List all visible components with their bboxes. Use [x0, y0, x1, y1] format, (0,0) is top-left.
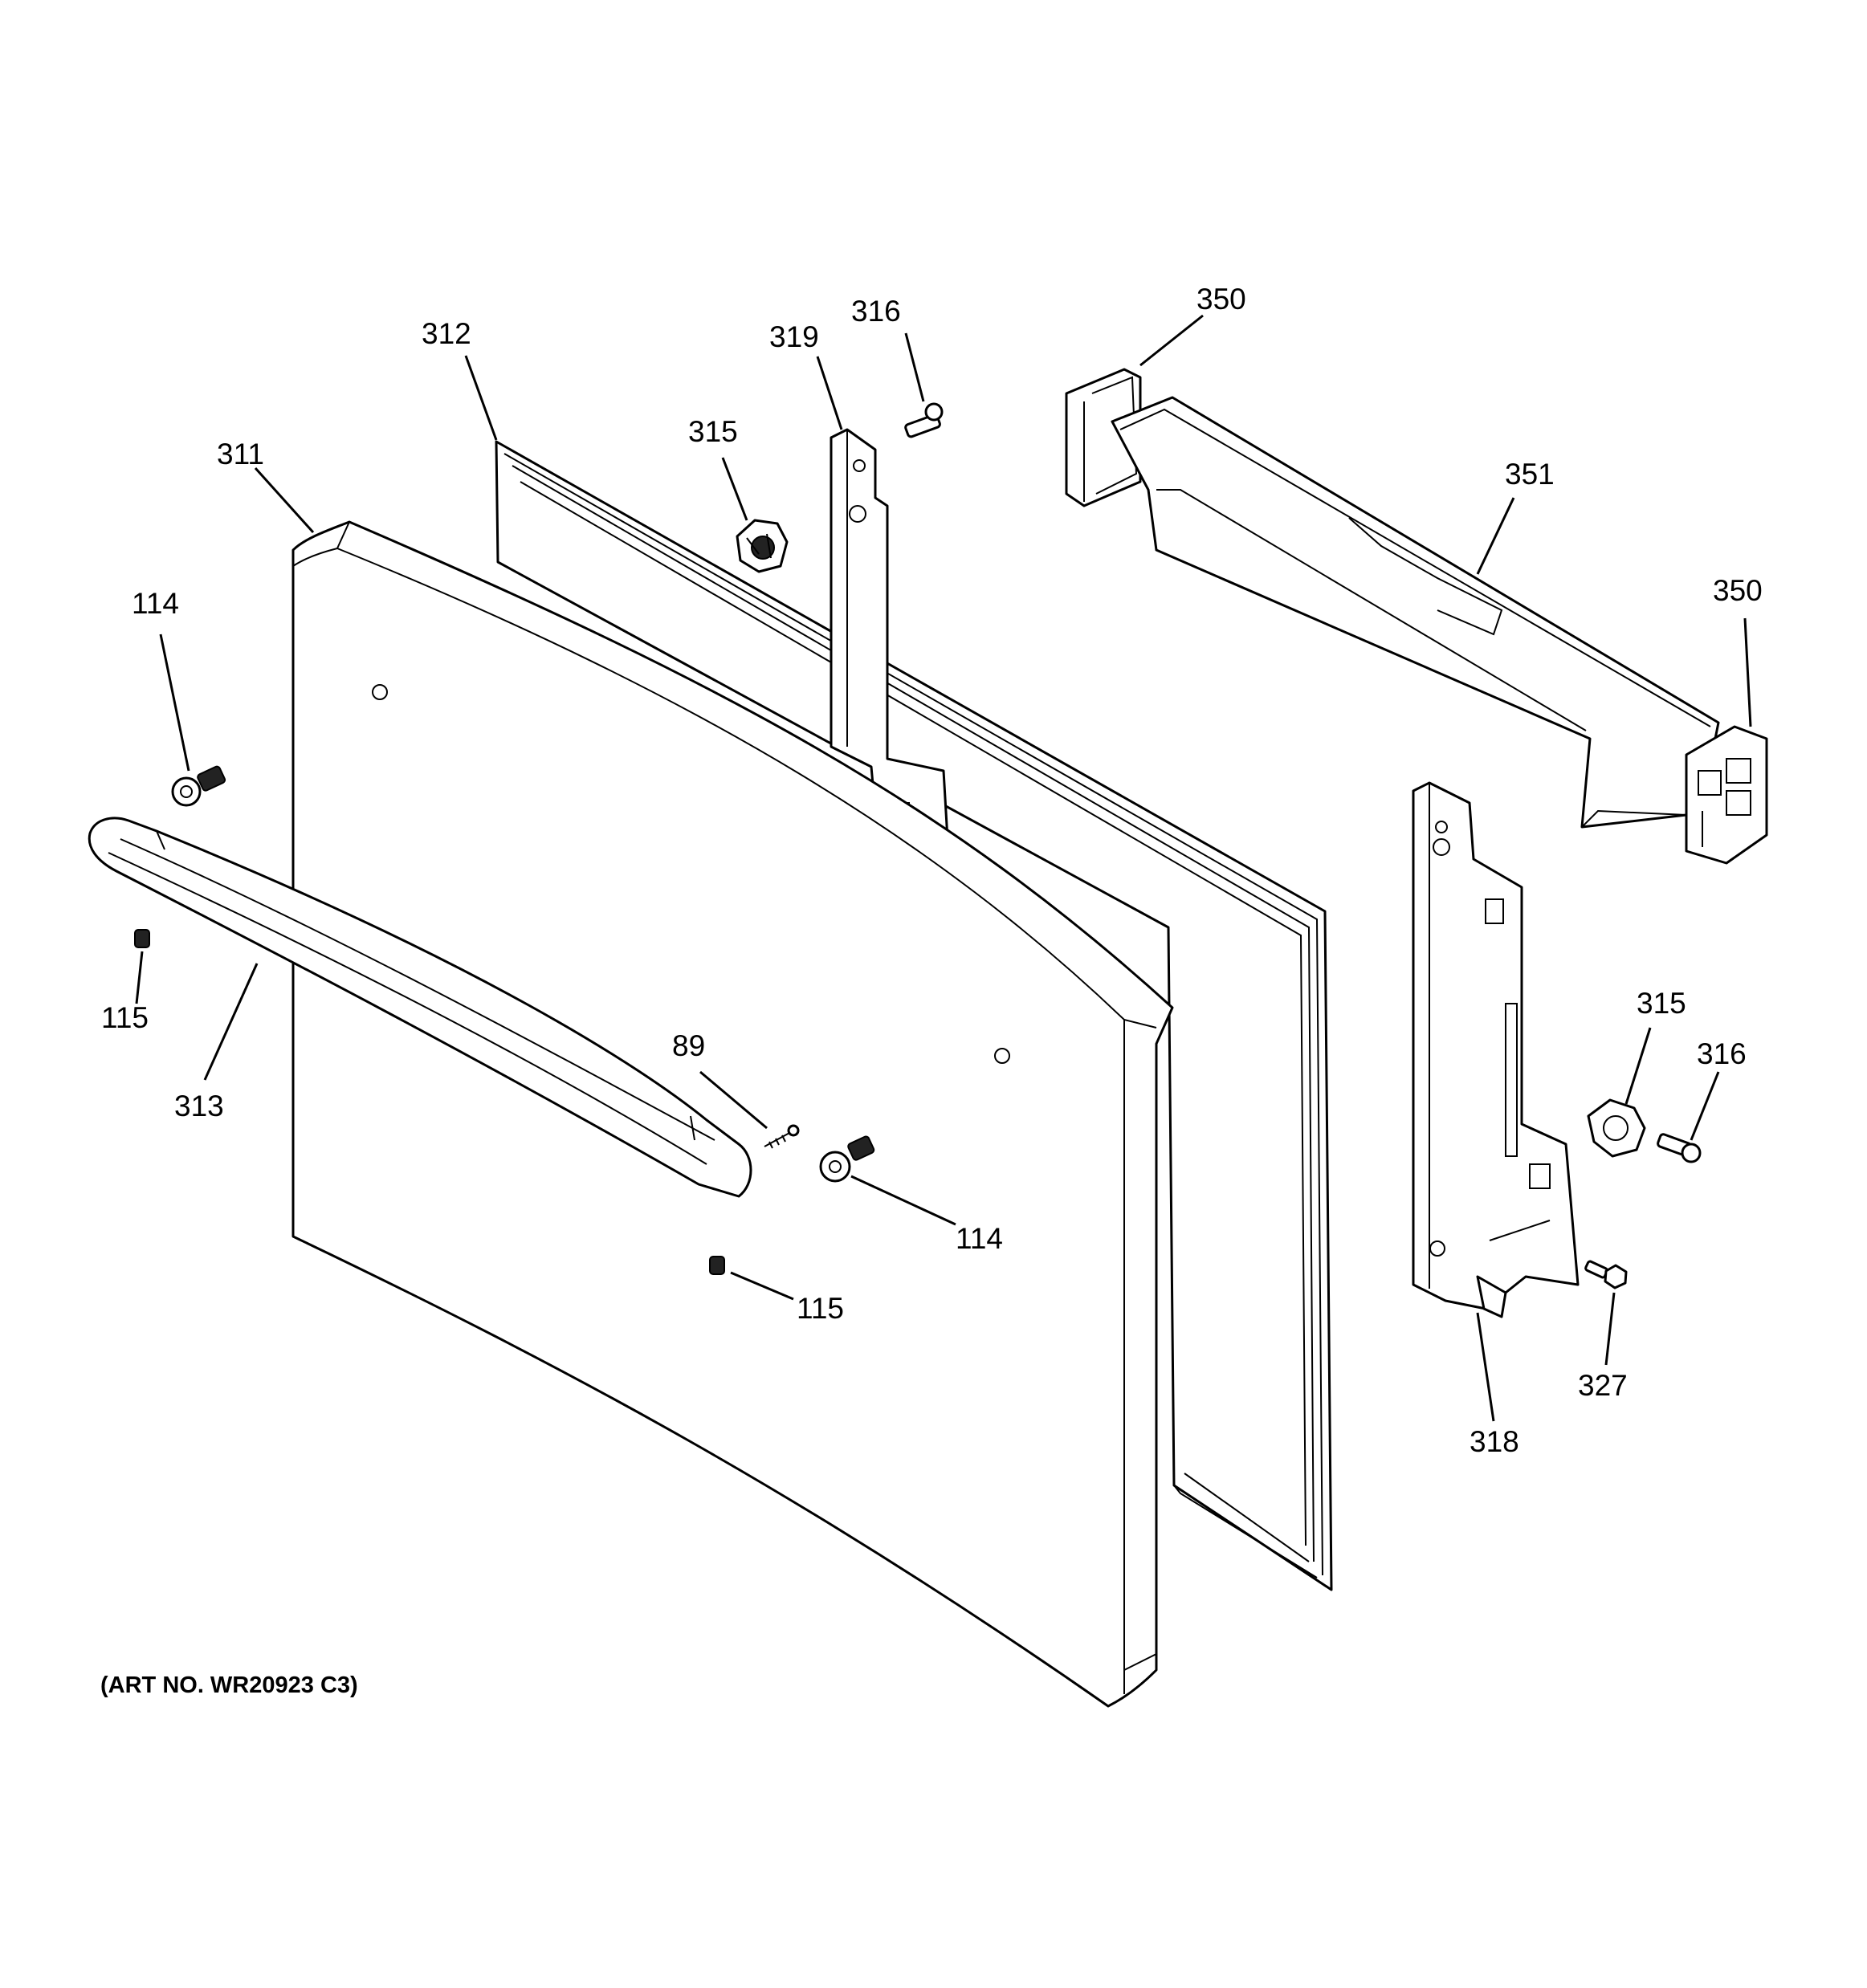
callout-115-left: 115 — [101, 1001, 149, 1034]
callout-316-top: 316 — [851, 295, 901, 328]
callout-labels: 311 312 319 316 315 350 351 350 114 115 … — [101, 283, 1763, 1458]
art-number: (ART NO. WR20923 C3) — [100, 1672, 358, 1698]
callout-312: 312 — [422, 317, 471, 350]
screw-114-left — [171, 765, 226, 807]
callout-318: 318 — [1470, 1425, 1519, 1458]
callout-327: 327 — [1578, 1369, 1628, 1402]
callout-316-right: 316 — [1697, 1037, 1747, 1070]
screw-114-right — [819, 1135, 875, 1183]
callout-313: 313 — [174, 1090, 224, 1122]
callout-115-right: 115 — [797, 1292, 844, 1325]
callout-315-top: 315 — [688, 415, 738, 448]
screw-327 — [1584, 1260, 1628, 1289]
door-gasket-312 — [495, 440, 1333, 1591]
bin-end-cap-350-right — [1685, 725, 1768, 865]
bin-end-cap-350-top — [1065, 368, 1142, 507]
screw-316-right — [1657, 1133, 1702, 1163]
callout-351: 351 — [1505, 458, 1555, 491]
callout-89: 89 — [672, 1029, 705, 1062]
door-handle-313 — [88, 817, 752, 1198]
adjuster-315-right — [1587, 1098, 1646, 1158]
plug-115-left — [134, 929, 150, 948]
screw-89 — [764, 1124, 800, 1149]
leader-lines — [135, 314, 1752, 1422]
door-panel-311 — [291, 520, 1174, 1708]
callout-311: 311 — [217, 438, 264, 471]
adjuster-315-top — [736, 519, 789, 573]
callout-114-right: 114 — [956, 1222, 1003, 1255]
plug-115-right — [709, 1256, 725, 1275]
callout-319: 319 — [769, 320, 819, 353]
callout-350-top: 350 — [1196, 283, 1246, 316]
bin-351 — [1111, 396, 1720, 829]
callout-315-right: 315 — [1637, 987, 1686, 1020]
door-hinge-bracket-318 — [1412, 781, 1580, 1318]
callout-114-left: 114 — [132, 587, 179, 620]
screw-316-top — [904, 402, 944, 438]
callout-350-right: 350 — [1713, 574, 1763, 607]
